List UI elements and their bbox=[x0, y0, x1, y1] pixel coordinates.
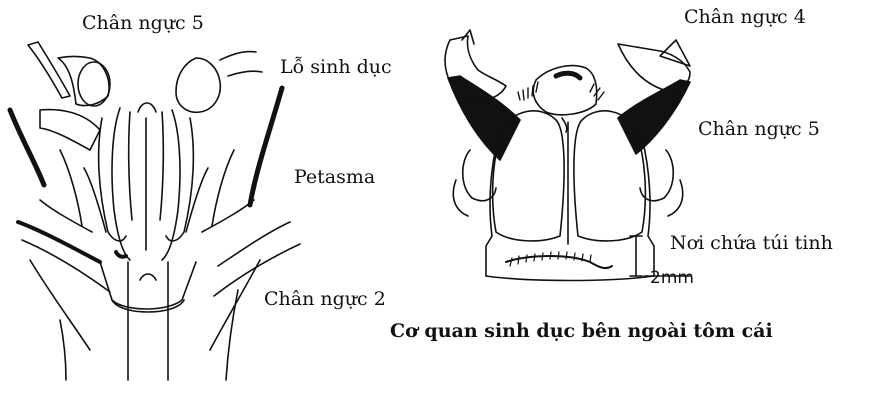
label-leg5-left: Chân ngực 5 bbox=[82, 14, 204, 33]
label-seminal-receptacle: Nơi chứa túi tinh bbox=[670, 234, 833, 253]
scale-label: 2mm bbox=[650, 270, 694, 287]
figure-caption: Cơ quan sinh dục bên ngoài tôm cái bbox=[390, 322, 773, 341]
label-leg4: Chân ngực 4 bbox=[684, 8, 806, 27]
label-petasma: Petasma bbox=[294, 168, 375, 187]
label-genital-pore: Lỗ sinh dục bbox=[280, 58, 392, 77]
label-leg2: Chân ngực 2 bbox=[264, 290, 386, 309]
label-leg5-right: Chân ngực 5 bbox=[698, 120, 820, 139]
